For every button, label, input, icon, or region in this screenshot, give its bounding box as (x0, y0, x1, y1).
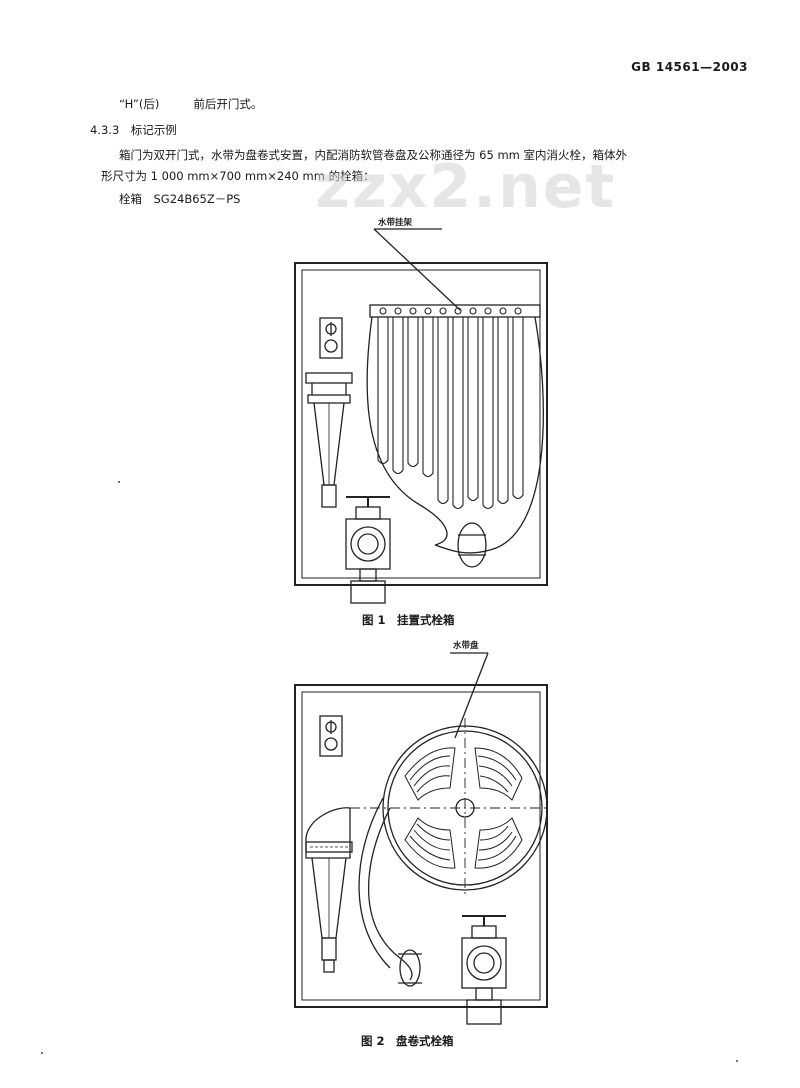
code-h-description: 前后开门式。 (193, 97, 263, 111)
paragraph-line-2: 形尺寸为 1 000 mm×700 mm×240 mm 的栓箱： (101, 169, 375, 183)
text-line-h-rear: “H”(后) 前后开门式。 (119, 96, 262, 112)
watermark: zzx2.net (315, 152, 617, 222)
figure-2-reel-cabinet: 水带盘 (250, 628, 590, 1033)
figure-1-hanging-cabinet: 水带挂架 (250, 205, 590, 605)
scan-speck (118, 481, 120, 483)
figure-1-label: 水带挂架 (377, 217, 413, 228)
marking-example: 栓箱 SG24B65Z－PS (119, 192, 241, 206)
standard-number: GB 14561—2003 (631, 60, 748, 74)
code-h-rear: “H”(后) (119, 97, 160, 111)
scan-speck (736, 1060, 738, 1062)
section-heading: 4.3.3 标记示例 (90, 123, 177, 137)
figure-2-caption: 图 2 盘卷式栓箱 (361, 1034, 454, 1048)
paragraph-line-1: 箱门为双开门式，水带为盘卷式安置，内配消防软管卷盘及公称通径为 65 mm 室内… (119, 148, 627, 162)
figure-2-label: 水带盘 (452, 640, 479, 651)
figure-1-caption: 图 1 挂置式栓箱 (362, 613, 455, 627)
scan-speck (41, 1052, 43, 1054)
